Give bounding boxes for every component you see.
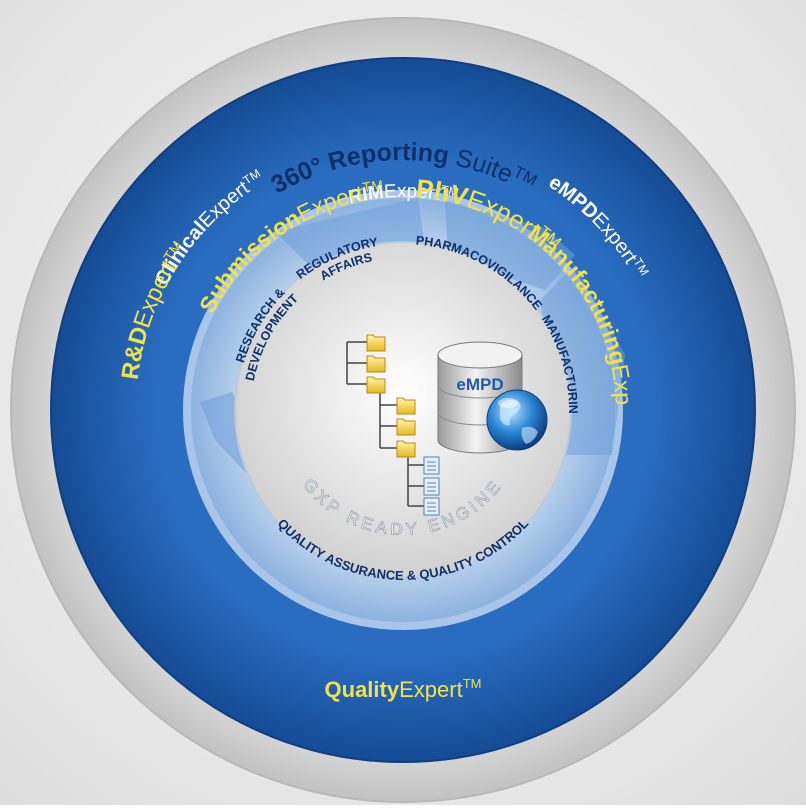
globe-icon <box>486 389 548 451</box>
folder-tree-icon <box>346 334 440 516</box>
quality-expert-label: QualityExpertTM <box>325 676 482 702</box>
database-label: eMPD <box>456 375 503 394</box>
